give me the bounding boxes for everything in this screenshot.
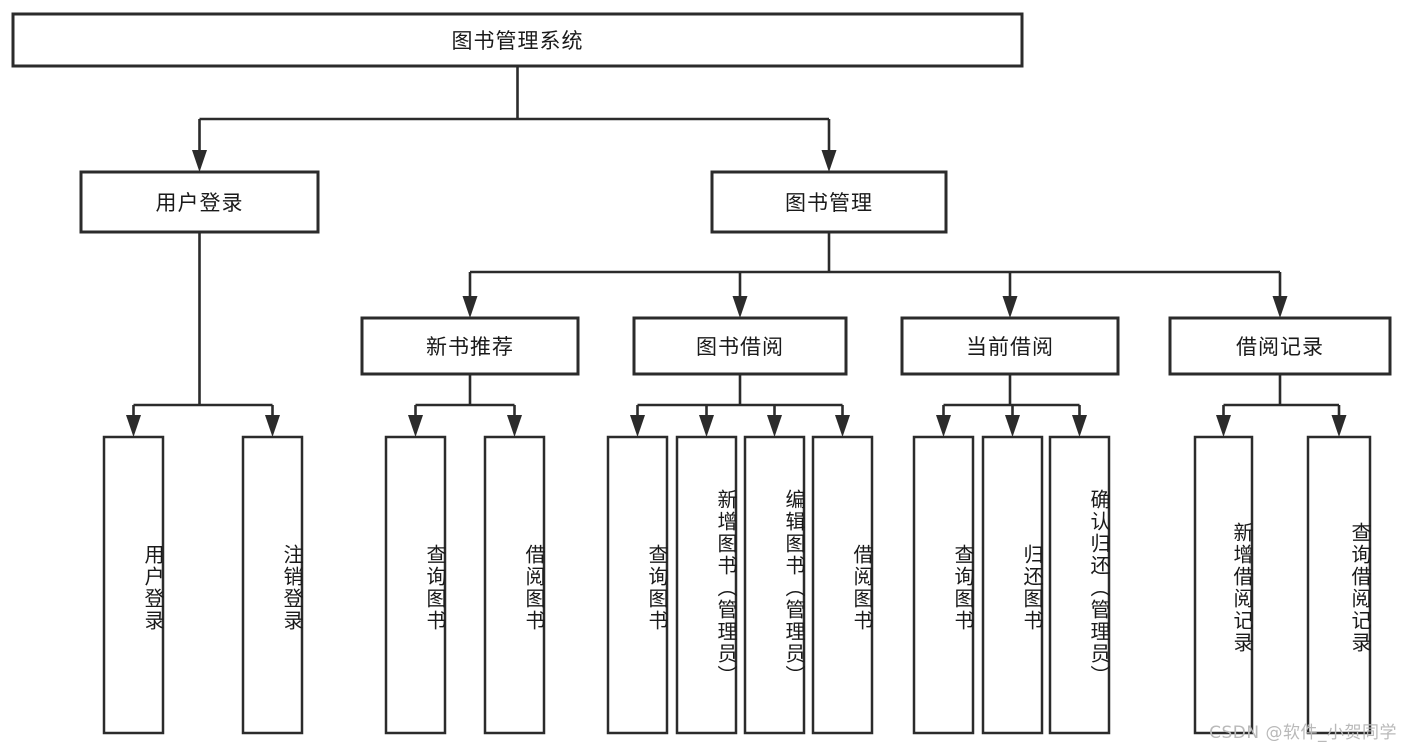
node-box-user-login[interactable] [79,170,320,234]
node-box-book-manage[interactable] [710,170,948,234]
connector-lines [126,66,1347,437]
node-box-leaf-borrow-book-2[interactable] [811,435,874,735]
arrow-head-icon [699,415,714,437]
arrow-head-icon [1272,296,1288,318]
arrow-head-icon [192,150,207,172]
node-boxes [11,12,1392,735]
node-box-leaf-edit-book[interactable] [743,435,806,735]
node-box-leaf-add-record[interactable] [1193,435,1254,735]
arrow-head-icon [1072,415,1087,437]
node-box-leaf-user-login[interactable] [102,435,165,735]
node-box-system-title[interactable] [11,12,1024,68]
arrow-head-icon [732,296,748,318]
arrow-head-icon [507,415,522,437]
csdn-watermark: CSDN @软件_小贺同学 [1209,723,1397,743]
node-box-leaf-borrow-book-1[interactable] [483,435,546,735]
arrow-head-icon [1331,415,1347,437]
arrow-head-icon [462,296,478,318]
node-box-leaf-query-record[interactable] [1306,435,1372,735]
node-box-leaf-query-book-2[interactable] [606,435,669,735]
node-box-leaf-return-book[interactable] [981,435,1044,735]
node-box-new-book-recommend[interactable] [360,316,580,376]
arrow-head-icon [1005,415,1020,437]
arrow-head-icon [1002,296,1018,318]
node-box-book-borrow[interactable] [632,316,848,376]
arrow-head-icon [821,150,837,172]
node-box-current-borrow[interactable] [900,316,1120,376]
arrow-head-icon [767,415,782,437]
arrow-head-icon [265,415,280,437]
arrow-head-icon [835,415,850,437]
arrow-head-icon [408,415,423,437]
node-box-leaf-query-book-1[interactable] [384,435,447,735]
node-box-leaf-add-book[interactable] [675,435,738,735]
arrow-head-icon [1216,415,1231,437]
node-box-leaf-query-book-3[interactable] [912,435,975,735]
arrow-head-icon [630,415,645,437]
arrow-head-icon [936,415,951,437]
arrow-head-icon [126,415,141,437]
node-box-leaf-logout[interactable] [241,435,304,735]
node-box-borrow-record[interactable] [1168,316,1392,376]
node-box-leaf-confirm-return[interactable] [1048,435,1111,735]
